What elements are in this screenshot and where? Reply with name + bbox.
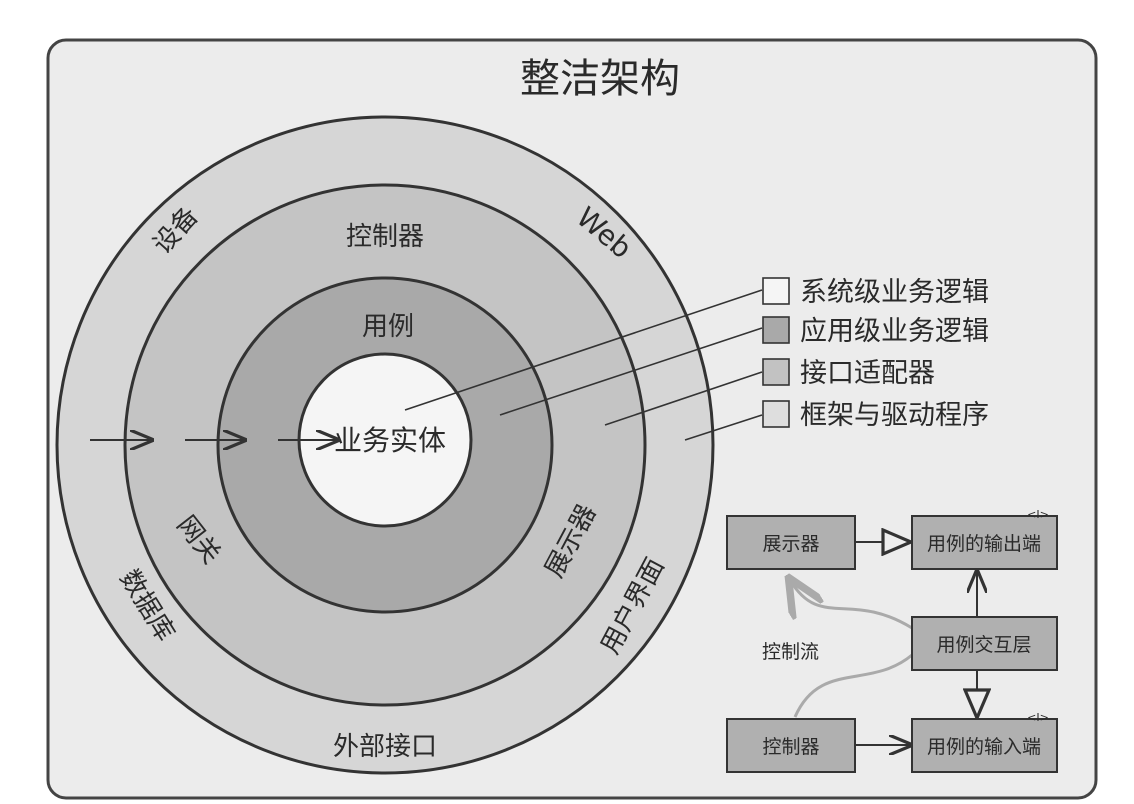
- legend-swatch: [762, 358, 790, 386]
- legend-label: 接口适配器: [800, 358, 935, 389]
- control-flow-curve-top: [790, 580, 913, 630]
- legend-swatch: [762, 316, 790, 344]
- presenter-box: [726, 515, 856, 570]
- output-port-box: [911, 515, 1058, 570]
- input-port-label: 用例的输入端: [927, 736, 1041, 758]
- flow-diagram: 控制流 展示器 用例的输出端 <I> 用例交互层 控制器 用例的输入端 <I>: [726, 508, 1058, 773]
- interface-marker: <I>: [1027, 711, 1049, 724]
- presenter-label: 展示器: [762, 533, 819, 555]
- interactor-label: 用例交互层: [936, 634, 1031, 656]
- label-use-cases: 用例: [362, 312, 414, 342]
- label-controllers: 控制器: [346, 222, 424, 252]
- controller-label: 控制器: [762, 736, 819, 758]
- diagram-title: 整洁架构: [520, 56, 680, 102]
- legend-swatch: [762, 400, 790, 428]
- interactor-box: [911, 616, 1058, 671]
- control-flow-curve-bottom: [793, 653, 913, 718]
- legend-swatch: [762, 277, 790, 305]
- control-flow-label: 控制流: [762, 641, 819, 663]
- interface-marker: <I>: [1027, 508, 1049, 521]
- output-port-label: 用例的输出端: [927, 533, 1041, 555]
- input-port-box: [911, 718, 1058, 773]
- legend-leader-lines: [404, 289, 763, 441]
- legend-label: 系统级业务逻辑: [800, 277, 989, 308]
- legend-label: 应用级业务逻辑: [800, 316, 989, 347]
- label-external: 外部接口: [333, 732, 437, 762]
- label-entities: 业务实体: [334, 424, 446, 457]
- legend: 系统级业务逻辑 应用级业务逻辑 接口适配器 框架与驱动程序: [762, 277, 989, 431]
- legend-label: 框架与驱动程序: [800, 400, 989, 431]
